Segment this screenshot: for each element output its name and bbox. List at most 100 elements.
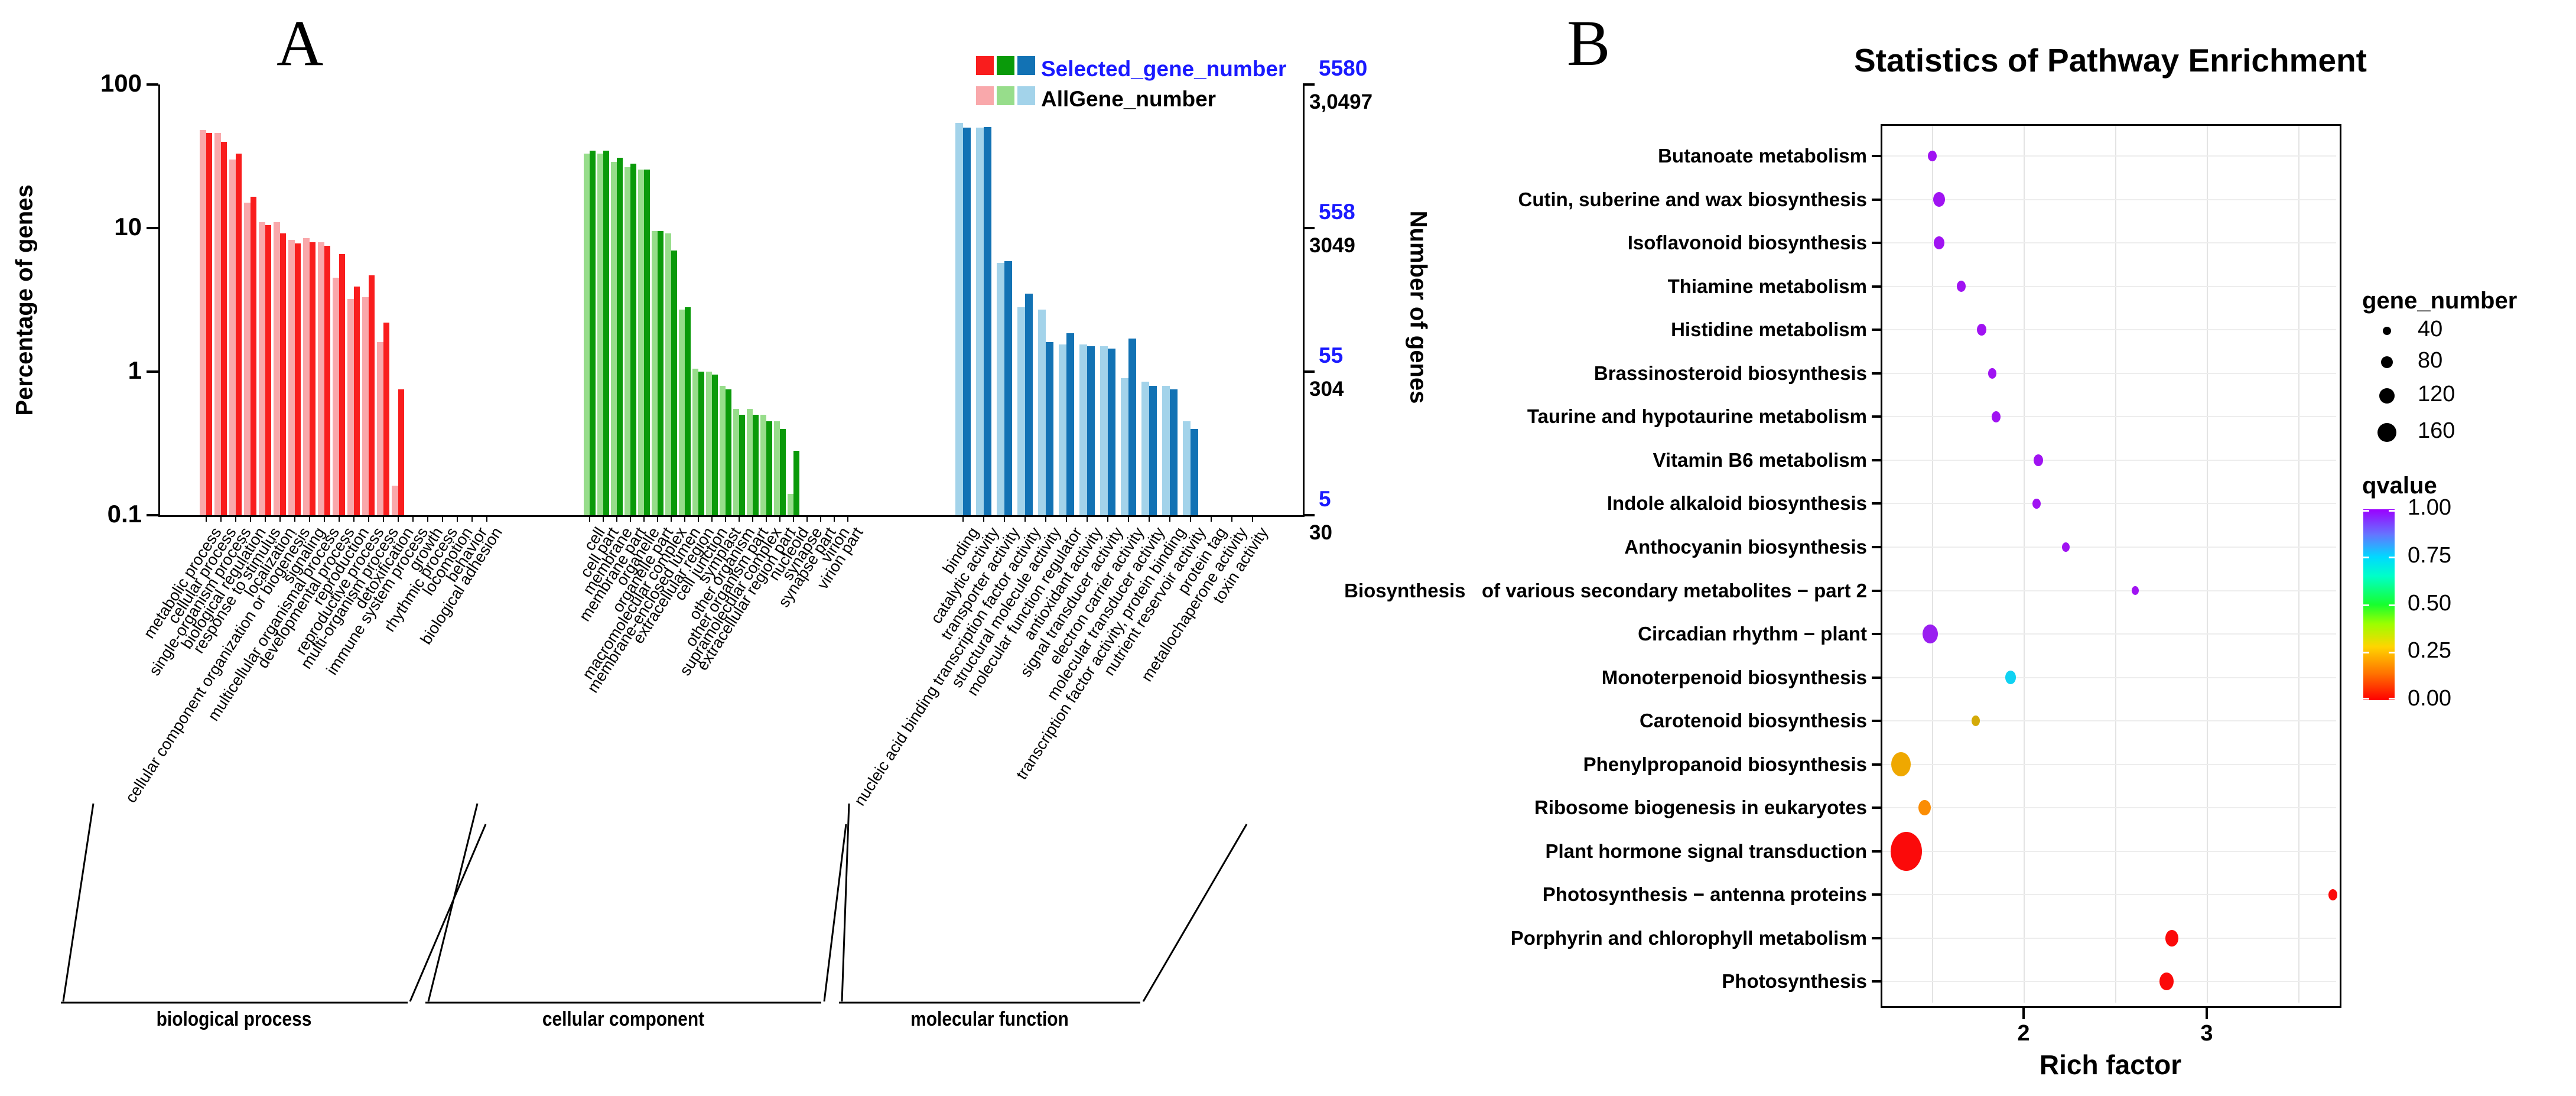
a-y-tick [147,370,158,373]
a-category-tick [486,515,487,522]
b-pathway-label: Isoflavonoid biosynthesis [1627,232,1867,254]
bar-allgene [347,299,354,515]
b-qvalue-tick-left [2363,698,2369,700]
a-category-tick [441,515,443,522]
bar-selected [353,287,360,515]
bar-allgene [1141,382,1149,515]
bar-selected [1087,346,1095,515]
bar-allgene [392,486,398,515]
a-y-tick [147,514,158,516]
bar-allgene [597,154,603,515]
bar-allgene [1121,378,1128,515]
b-size-legend-value: 80 [2418,348,2443,373]
a-category-tick [1045,515,1046,522]
bar-selected [1025,293,1033,515]
bar-allgene [652,231,658,515]
b-y-tick [1872,242,1881,245]
b-y-tick [1872,545,1881,548]
bar-allgene [1059,344,1066,515]
a-category-tick [323,515,325,522]
b-pathway-label: Anthocyanin biosynthesis [1624,535,1867,558]
b-pathway-label: Thiamine metabolism [1667,275,1867,297]
b-gridline-v [2207,126,2208,1003]
a-category-tick [1149,515,1150,522]
bar-selected [368,275,375,515]
b-gridline-v [2298,126,2299,1003]
b-pathway-label: Circadian rhythm − plant [1638,623,1867,645]
b-size-legend-dot [2377,423,2396,442]
b-gridline-h [1882,981,2336,983]
a-category-tick [427,515,428,522]
b-pathway-label: Biosynthesis of various secondary metabo… [1344,579,1867,601]
b-gridline-h [1882,590,2336,591]
a-right-allgene-number: 3049 [1309,234,1355,257]
b-data-dot [1891,831,1923,871]
a-category-tick [1169,515,1170,522]
a-category-tick [806,515,808,522]
b-qvalue-tick-right [2389,698,2395,700]
b-qvalue-tick-left [2363,604,2369,606]
a-right-tick [1303,227,1315,229]
b-data-dot [1891,752,1911,777]
b-pathway-label: Porphyrin and chlorophyll metabolism [1510,926,1867,949]
bar-selected [1108,348,1115,515]
bar-selected [658,231,663,515]
a-right-selected-number: 55 [1319,343,1344,367]
bar-allgene [706,372,712,515]
bar-selected [220,141,227,515]
b-gridline-h [1882,633,2336,635]
b-data-dot [1972,716,1980,726]
b-data-dot [1957,281,1966,292]
b-gridline-h [1882,459,2336,461]
b-pathway-label: Carotenoid biosynthesis [1639,710,1867,732]
bar-selected [1128,339,1136,515]
a-y-tick-label: 1 [128,356,142,384]
bar-selected [793,451,799,515]
a-category-tick [603,515,604,522]
a-category-tick [456,515,458,522]
b-gridline-h [1882,416,2336,418]
bar-selected [603,151,609,515]
a-category-tick [338,515,340,522]
bar-allgene [760,415,766,515]
a-right-selected-number: 5 [1319,487,1331,511]
panel-a-letter: A [277,7,324,79]
b-y-tick [1872,936,1881,939]
b-pathway-label: Vitamin B6 metabolism [1653,448,1867,471]
a-legend-swatch-allgene [1017,86,1035,105]
a-category-tick [353,515,354,522]
b-gridline-h [1882,155,2336,157]
a-y-axis-line [158,84,160,517]
bar-selected [1004,261,1012,515]
bar-selected [630,164,636,515]
b-y-tick [1872,155,1881,157]
a-y-tick-label: 100 [100,69,142,97]
a-legend-swatch-allgene [997,86,1014,105]
b-x-tick [2022,1006,2025,1019]
b-title: Statistics of Pathway Enrichment [1854,42,2367,79]
a-category-tick [1128,515,1129,522]
b-size-legend-dot [2379,388,2395,404]
bar-allgene [244,203,251,515]
bar-selected [206,132,212,515]
a-category-tick [752,515,753,522]
bar-selected [984,127,991,515]
b-gridline-h [1882,850,2336,852]
bar-allgene [259,222,265,515]
bar-allgene [1079,344,1087,515]
b-pathway-label: Taurine and hypotaurine metabolism [1527,405,1867,428]
a-category-tick [249,515,251,522]
bar-selected [1149,385,1157,515]
bar-selected [1066,333,1074,515]
a-category-tick [308,515,310,522]
b-data-dot [2061,542,2070,552]
bar-allgene [774,421,780,515]
a-category-tick [834,515,835,522]
b-data-dot [2005,671,2016,684]
b-size-legend-value: 40 [2418,317,2443,342]
b-y-tick [1872,372,1881,375]
bar-selected [1046,342,1053,515]
b-data-dot [2165,930,2179,947]
b-pathway-label: Plant hormone signal transduction [1545,840,1867,862]
